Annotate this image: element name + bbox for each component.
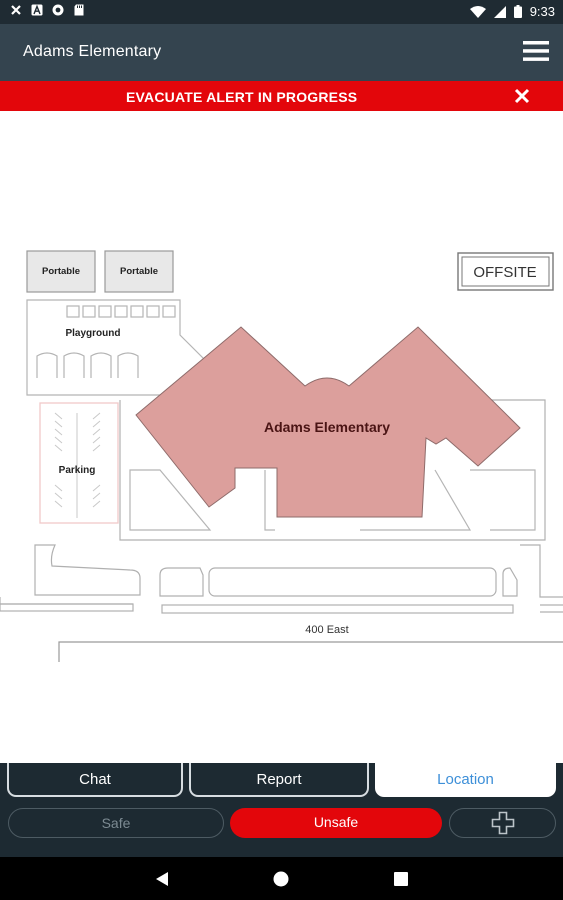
plus-icon: [491, 811, 514, 835]
street-label: 400 East: [305, 624, 348, 636]
notification-icons: [10, 4, 85, 16]
circle-notification-icon: [52, 4, 64, 16]
portable-1-label: Portable: [42, 266, 80, 277]
school-map-drawing: Portable Portable OFFSITE Playground Par…: [0, 250, 563, 662]
offsite-label: OFFSITE: [473, 264, 536, 281]
playground-equipment: [36, 305, 176, 378]
school-map[interactable]: Portable Portable OFFSITE Playground Par…: [0, 111, 563, 763]
cell-signal-icon: [493, 5, 506, 18]
home-circle-icon[interactable]: [273, 871, 289, 887]
parking-label: Parking: [59, 465, 96, 476]
recents-square-icon[interactable]: [394, 872, 408, 886]
battery-icon: [513, 5, 522, 18]
sd-card-icon: [74, 4, 84, 16]
hamburger-menu-icon[interactable]: [523, 40, 549, 62]
close-icon[interactable]: [514, 88, 530, 104]
portable-2[interactable]: [104, 250, 174, 293]
playground-label: Playground: [65, 328, 120, 339]
page-title: Adams Elementary: [23, 43, 162, 60]
wifi-icon: [469, 5, 486, 18]
building-adams-elementary[interactable]: [135, 326, 521, 518]
back-triangle-icon[interactable]: [155, 871, 169, 887]
system-nav-bar: [0, 857, 563, 900]
clock-time: 9:33: [529, 4, 555, 19]
app-bar: Adams Elementary: [0, 24, 563, 81]
portable-1[interactable]: [26, 250, 96, 293]
parking-lot[interactable]: [39, 402, 119, 524]
offsite-box[interactable]: [457, 252, 554, 291]
add-button[interactable]: [449, 808, 556, 838]
portable-2-label: Portable: [120, 266, 158, 277]
bottom-panel: Chat Report Location Safe Unsafe: [0, 763, 563, 857]
safe-button[interactable]: Safe: [8, 808, 224, 838]
unsafe-button[interactable]: Unsafe: [230, 808, 442, 838]
status-bar: 9:33: [0, 0, 563, 24]
tab-report[interactable]: Report: [189, 763, 369, 797]
evacuate-alert-banner: EVACUATE ALERT IN PROGRESS: [0, 81, 563, 111]
tab-location[interactable]: Location: [375, 763, 556, 797]
alert-text: EVACUATE ALERT IN PROGRESS: [126, 89, 358, 105]
building-label: Adams Elementary: [264, 419, 390, 435]
font-notification-icon: [31, 4, 43, 16]
close-notification-icon: [11, 5, 21, 15]
tab-chat[interactable]: Chat: [7, 763, 183, 797]
system-status: 9:33: [469, 4, 555, 19]
